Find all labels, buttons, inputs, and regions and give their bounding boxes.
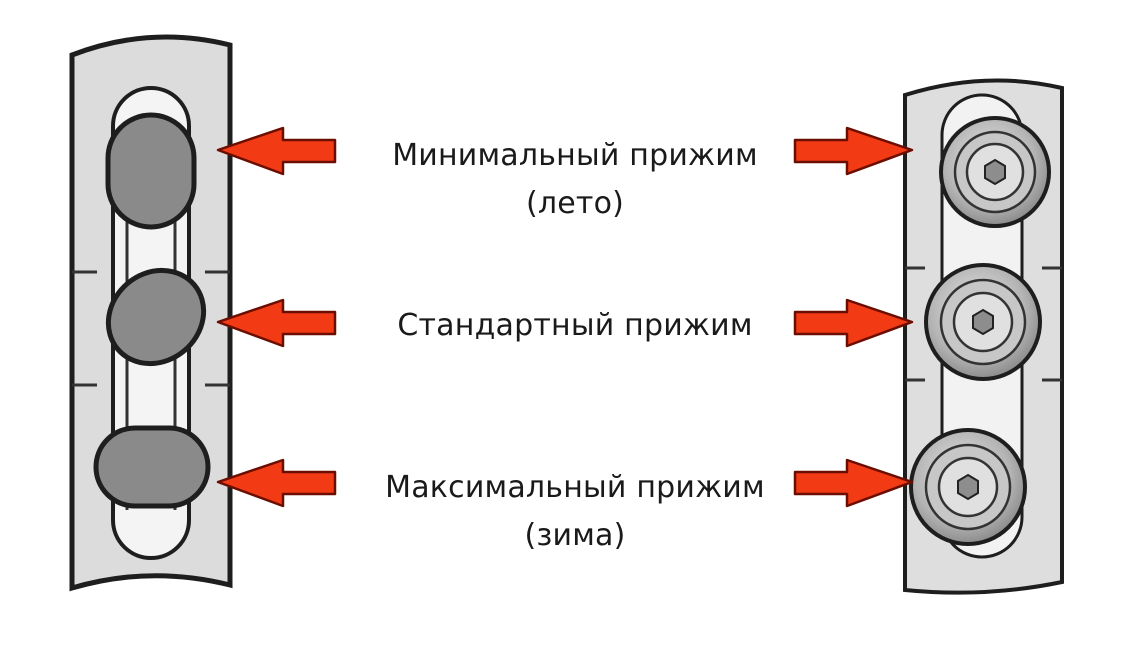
arrow-right-max-icon	[793, 458, 914, 508]
label-minimal-pressure-season: (лето)	[525, 186, 625, 221]
label-maximal-pressure-season: (зима)	[524, 518, 626, 553]
arrows-right	[793, 126, 914, 508]
arrow-right-std-icon	[793, 298, 914, 348]
arrow-left-std-icon	[216, 298, 337, 348]
left-plate	[69, 34, 233, 592]
left-plate-ticks	[72, 270, 230, 387]
roller-position-max	[909, 428, 1027, 546]
right-plate-ticks	[905, 266, 1062, 382]
label-maximal-pressure-title: Максимальный прижим	[385, 470, 765, 505]
arrow-left-min-icon	[216, 126, 337, 176]
roller-position-std	[924, 263, 1042, 381]
label-standard-pressure-title: Стандартный прижим	[397, 308, 753, 343]
arrow-right-min-icon	[793, 126, 914, 176]
label-minimal-pressure: Минимальный прижим (лето)	[345, 132, 805, 228]
right-plate	[903, 78, 1064, 595]
cam-position-min	[105, 112, 197, 230]
arrow-left-max-icon	[216, 458, 337, 508]
label-maximal-pressure: Максимальный прижим (зима)	[345, 464, 805, 560]
cam-position-max	[93, 425, 211, 509]
label-minimal-pressure-title: Минимальный прижим	[392, 138, 758, 173]
arrows-left	[216, 126, 337, 508]
cam-position-std	[105, 267, 207, 367]
roller-position-min	[939, 116, 1051, 228]
label-standard-pressure: Стандартный прижим	[345, 302, 805, 350]
